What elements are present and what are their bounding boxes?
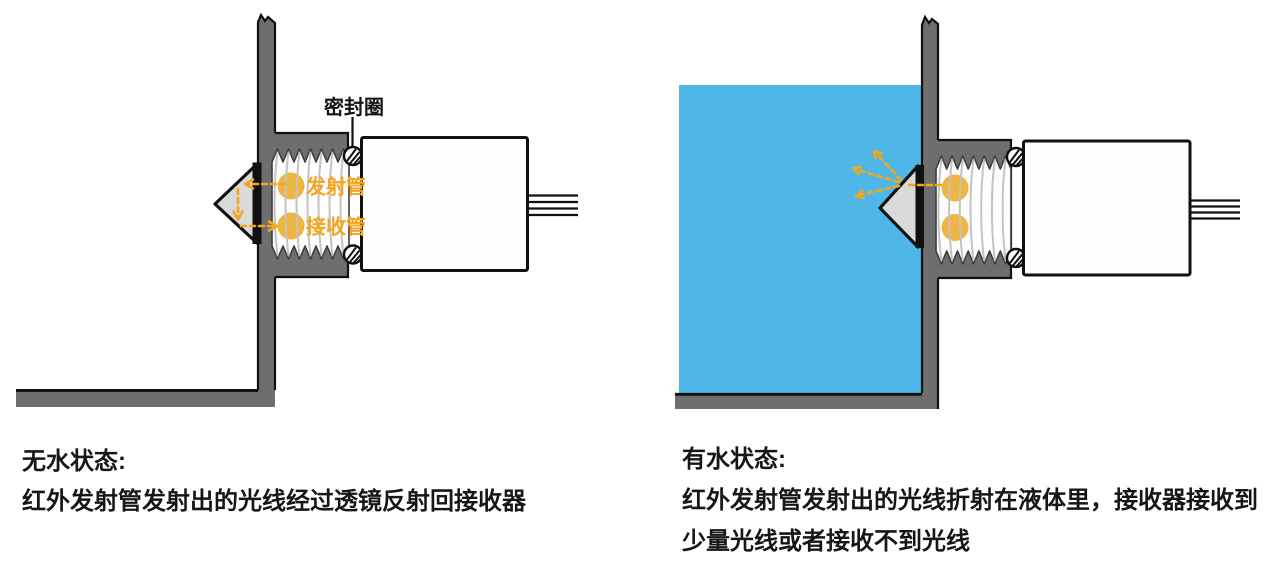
seal-label: 密封圈 [324, 95, 384, 119]
thread-right [935, 155, 1012, 265]
left-diagram: 发射管 接收管 密封圈 [16, 12, 578, 407]
left-caption-line1: 红外发射管发射出的光线经过透镜反射回接收器 [22, 488, 526, 515]
water-body [679, 85, 922, 393]
right-caption-line1: 红外发射管发射出的光线折射在液体里，接收器接收到 [682, 487, 1258, 514]
tank-wall-left [258, 15, 275, 407]
receiver-led-right [941, 214, 969, 241]
tank-wall-outline-left [256, 12, 277, 390]
light-path-left [232, 178, 287, 232]
lens-base-right [915, 165, 924, 248]
seal-ring-top-left [342, 145, 364, 167]
emitter-led-left [277, 172, 305, 200]
left-caption-title: 无水状态: [22, 448, 126, 475]
tank-floor-left [16, 389, 275, 407]
tank-wall-outline-right [920, 14, 940, 393]
tank-wall-right [922, 17, 938, 409]
cable-wires-left [528, 194, 578, 217]
right-caption-title: 有水状态: [682, 446, 786, 473]
emitter-label: 发射管 [305, 175, 366, 199]
thread-flanks-right [937, 158, 1007, 262]
right-diagram [675, 14, 1240, 409]
thread-flanks-left [273, 151, 345, 257]
emitter-led-right [941, 174, 969, 202]
seal-ring-bottom-left [342, 244, 364, 265]
right-caption-line2: 少量光线或者接收不到光线 [682, 528, 970, 555]
cable-wires-right [1190, 199, 1240, 220]
sensor-housing-right [1022, 139, 1192, 277]
light-path-right [851, 149, 943, 200]
sensor-housing-left [360, 136, 529, 272]
lens-base-left [252, 162, 262, 244]
receiver-led-left [277, 212, 305, 240]
right-caption: 有水状态: 红外发射管发射出的光线折射在液体里，接收器接收到 少量光线或者接收不… [682, 439, 1258, 562]
left-caption: 无水状态: 红外发射管发射出的光线经过透镜反射回接收器 [22, 442, 526, 522]
thread-left [271, 148, 350, 260]
receiver-label: 接收管 [306, 215, 366, 239]
lens-cone-left [213, 162, 259, 245]
tank-floor-right [675, 393, 938, 409]
